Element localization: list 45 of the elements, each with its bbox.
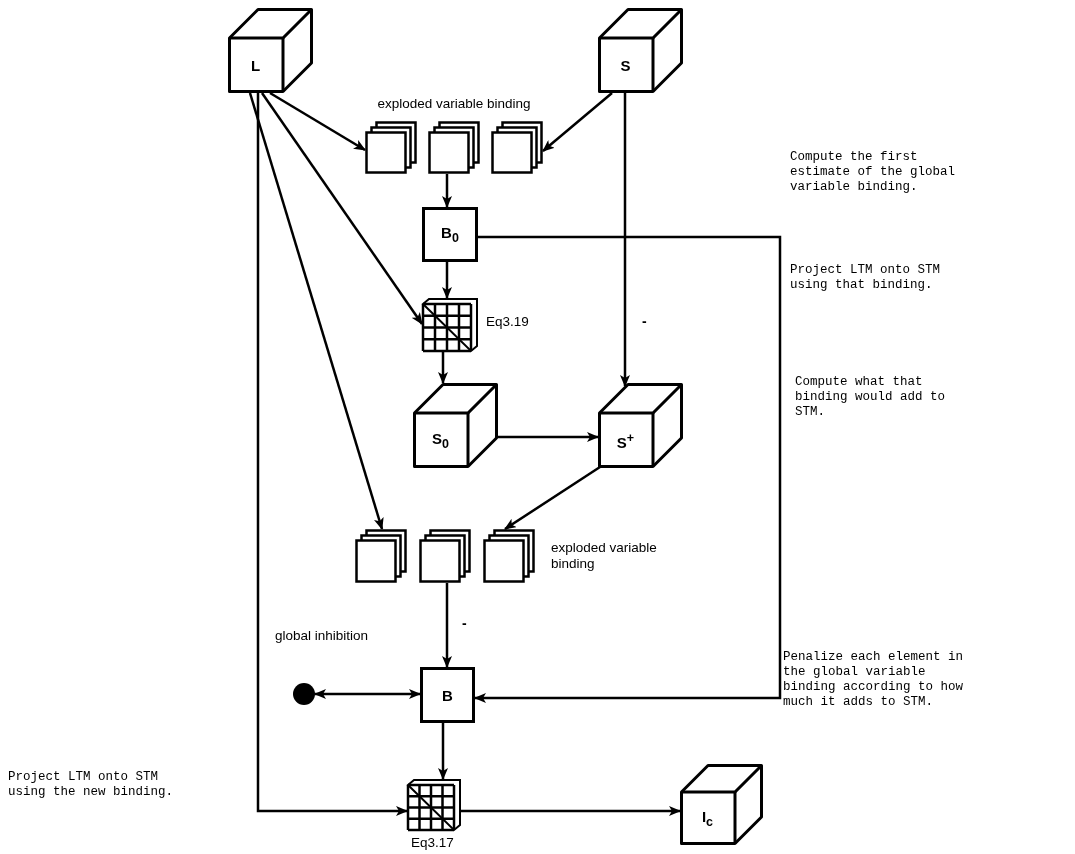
cube-node [598, 383, 683, 468]
cube-label: S$^{+}$ [616, 430, 635, 451]
cube-label: L [250, 57, 261, 74]
annotation-note: Project LTM onto STM using the new binding. [8, 770, 175, 800]
node-caption: Eq3.19 [486, 314, 530, 331]
node-caption: Eq3.17 [410, 835, 455, 852]
box-label: B$_{0}$ [441, 224, 459, 245]
cube-label: I$_{c}$ [701, 808, 714, 829]
arrow [542, 92, 613, 152]
arrow [504, 465, 601, 531]
node-caption: global inhibition [274, 628, 369, 645]
stacked-squares-drawing [365, 121, 543, 174]
arrow [498, 432, 599, 442]
cube-node [598, 8, 683, 93]
box-label: B [442, 686, 453, 704]
square-node [422, 207, 478, 262]
arrow [461, 806, 681, 816]
arrow [442, 262, 452, 299]
cube-label: S$_{0}$ [432, 430, 449, 451]
stacked-squares-drawing [355, 529, 535, 583]
arrow [620, 93, 630, 387]
cube-node [228, 8, 313, 93]
grid-cube-drawing [407, 779, 461, 831]
annotation-note: Penalize each element in the global variable binding according to how much it adds to STM. [783, 650, 965, 710]
annotation-note: Project LTM onto STM using that binding. [790, 263, 942, 293]
annotation-note: Compute what that binding would add to STM. [795, 375, 947, 420]
arrow [314, 689, 421, 699]
arrow [438, 723, 448, 780]
square-node [420, 667, 475, 723]
arrow [260, 92, 424, 325]
cube-node [680, 764, 763, 845]
arrow [248, 92, 384, 530]
arrow [442, 583, 452, 668]
cube-label: S [620, 57, 631, 74]
annotation-note: Compute the first estimate of the global variable binding. [790, 150, 957, 195]
arrow [442, 174, 452, 208]
arrow [438, 352, 448, 384]
node-caption: exploded variable binding [376, 96, 532, 113]
arrow [256, 93, 408, 816]
arrow [474, 235, 782, 703]
grid-cube-drawing [422, 298, 478, 352]
inhibition-dot [293, 683, 315, 705]
node-caption: exploded variable binding [551, 540, 658, 573]
arrow [269, 91, 366, 152]
cube-node [413, 383, 498, 468]
